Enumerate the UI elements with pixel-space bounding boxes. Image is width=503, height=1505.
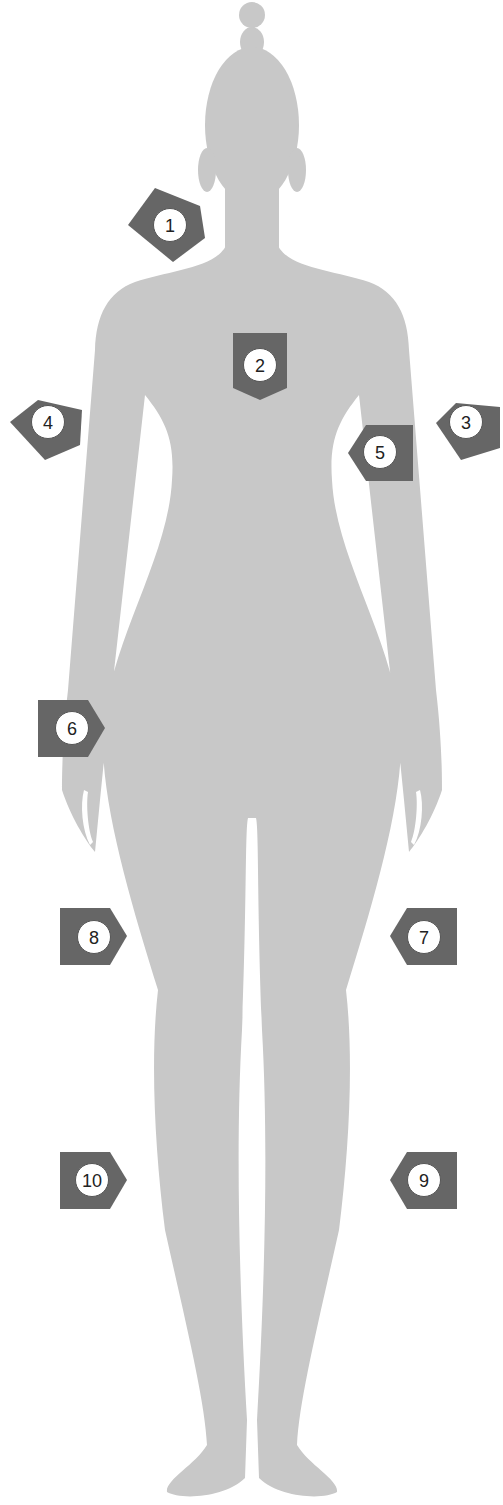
callout-marker: 4 bbox=[10, 400, 82, 460]
callout-marker: 8 bbox=[60, 908, 127, 965]
callout-marker: 5 bbox=[348, 425, 413, 481]
callout-number: 2 bbox=[243, 348, 277, 382]
callout-marker: 6 bbox=[38, 700, 105, 757]
callout-number: 7 bbox=[407, 920, 441, 954]
callout-number: 5 bbox=[363, 435, 397, 469]
callout-number: 10 bbox=[75, 1163, 109, 1197]
callout-number: 1 bbox=[153, 208, 187, 242]
callout-number: 9 bbox=[407, 1163, 441, 1197]
callout-number: 3 bbox=[449, 405, 483, 439]
callout-marker: 1 bbox=[128, 188, 205, 262]
callout-marker: 3 bbox=[436, 403, 500, 460]
callout-marker: 10 bbox=[60, 1152, 127, 1209]
callout-marker: 2 bbox=[233, 333, 287, 400]
callout-number: 4 bbox=[31, 405, 65, 439]
callout-number: 8 bbox=[77, 920, 111, 954]
callout-marker: 7 bbox=[390, 908, 457, 965]
callout-marker: 9 bbox=[390, 1152, 457, 1209]
callout-number: 6 bbox=[55, 711, 89, 745]
